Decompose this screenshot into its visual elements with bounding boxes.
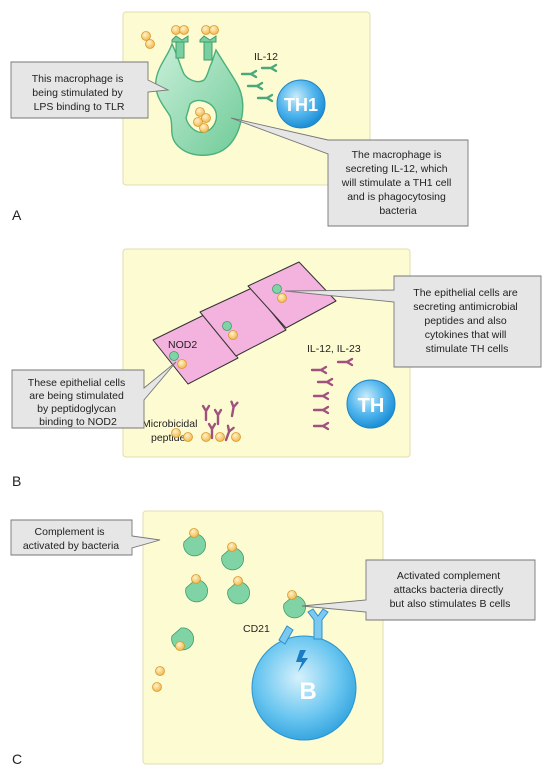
callout-line: LPS binding to TLR [34, 101, 125, 113]
callout-line: are being stimulated [29, 390, 124, 402]
epithelial-cells [152, 261, 337, 385]
callout-line: These epithelial cells [28, 377, 125, 389]
callout-line: activated by bacteria [23, 540, 119, 552]
svg-text:This macrophage is bei: This macrophage is being stimulated by L… [32, 73, 127, 113]
nod2-receptors [169, 284, 287, 369]
nod2-label: NOD2 [168, 339, 197, 351]
il12-il23-label: IL-12, IL-23 [307, 343, 361, 355]
th-cell [346, 379, 396, 429]
callout-epithelial-stimulated: These epithelial cells are being stimula… [11, 361, 177, 429]
panel-b-letter: B [12, 473, 21, 489]
callout-line: will stimulate a TH1 cell [341, 177, 452, 189]
svg-text:These epithelial cells: These epithelial cells are being stimula… [28, 377, 128, 428]
callout-line: and is phagocytosing [347, 191, 446, 203]
panel-c-letter: C [12, 751, 22, 767]
peptides-label-line-1: Microbicidal [142, 418, 197, 430]
th1-cell [276, 79, 326, 129]
callout-line: The macrophage is [352, 149, 442, 161]
callout-line: cytokines that will [425, 329, 507, 341]
svg-text:Activated complement a: Activated complement attacks bacteria di… [390, 570, 511, 610]
callout-epithelial-secreting: The epithelial cells are secreting antim… [284, 275, 542, 368]
tlr-receptor-icon [171, 35, 189, 59]
callout-line: but also stimulates B cells [390, 598, 511, 610]
callout-line: bacteria [379, 205, 417, 217]
callout-line: being stimulated by [32, 87, 123, 99]
callout-complement-attacks: Activated complement attacks bacteria di… [301, 559, 536, 621]
callout-line: Activated complement [397, 570, 500, 582]
svg-text:The epithelial cells are: The epithelial cells are secreting antim… [413, 287, 520, 355]
svg-text:The macrophage is secr: The macrophage is secreting IL-12, which… [341, 149, 454, 217]
callout-line: attacks bacteria directly [394, 584, 504, 596]
callout-complement-activated: Complement is activated by bacteria [10, 519, 161, 556]
callout-line: Complement is [35, 526, 105, 538]
panel-a-letter: A [12, 207, 22, 223]
b-cell [251, 635, 357, 741]
il12-label: IL-12 [254, 51, 278, 63]
callout-line: This macrophage is [32, 73, 124, 85]
tlr-receptor-icon [199, 35, 217, 61]
peptides-label-line-2: peptides [151, 432, 191, 444]
callout-line: stimulate TH cells [426, 343, 509, 355]
callout-macrophage-stimulated: This macrophage is being stimulated by L… [10, 61, 170, 119]
callout-line: binding to NOD2 [39, 416, 117, 428]
cd21-label: CD21 [243, 623, 270, 635]
svg-text:Complement is activate: Complement is activated by bacteria [23, 526, 119, 552]
callout-line: peptides and also [424, 315, 506, 327]
panel-c: C B CD21 Complemen [10, 510, 536, 767]
callout-line: by peptidoglycan [37, 403, 116, 415]
callout-line: secreting IL-12, which [345, 163, 447, 175]
panel-a: A IL-12 TH1 [10, 11, 469, 227]
cd21-receptors [278, 608, 329, 645]
activation-spark-icon [296, 650, 308, 672]
peptides-label: Microbicidal peptides [142, 418, 200, 444]
callout-line: The epithelial cells are [413, 287, 518, 299]
macrophage-cell [155, 35, 244, 156]
th-cell-label: TH [358, 395, 385, 417]
panel-b: B NOD2 Microbicidal peptides [11, 248, 542, 489]
b-cell-label: B [299, 678, 316, 705]
th1-cell-label: TH1 [284, 95, 318, 115]
callout-macrophage-secreting: The macrophage is secreting IL-12, which… [230, 117, 469, 227]
callout-line: secreting antimicrobial [413, 301, 517, 313]
